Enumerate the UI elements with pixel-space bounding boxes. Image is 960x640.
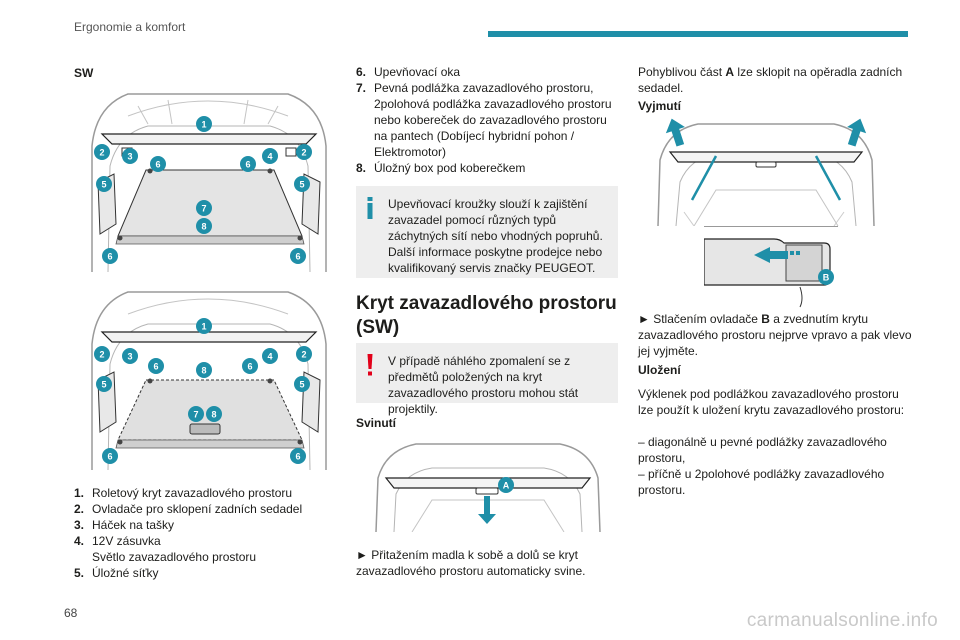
badge-3: 3 [122,348,138,364]
paragraph-remove: ► Stlačením ovladače B a zvednutím krytu… [638,312,912,358]
badge-2: 2 [296,144,312,160]
svg-text:6: 6 [295,252,300,262]
badge-b: B [818,269,834,285]
badge-8: 8 [206,406,222,422]
badge-5: 5 [96,376,112,392]
cover-roll-figure: A [372,438,604,532]
svg-text:6: 6 [295,452,300,462]
legend-list-1: 1.Roletový kryt zavazadlového prostoru 2… [74,485,344,581]
svg-text:3: 3 [127,152,132,162]
badge-1: 1 [196,116,212,132]
header-accent-bar [488,31,908,37]
list-item: 4.12V zásuvka [74,534,161,548]
subheading-svinuti: Svinutí [356,416,397,430]
info-icon [367,197,373,219]
svg-text:B: B [823,273,830,283]
badge-8: 8 [196,362,212,378]
paragraph-movable-part: Pohyblivou část A lze sklopit na opěradl… [638,65,903,95]
watermark-text: carmanualsonline.info [746,610,938,631]
badge-6: 6 [242,358,258,374]
badge-6: 6 [240,156,256,172]
svg-text:6: 6 [155,160,160,170]
badge-6: 6 [290,248,306,264]
svg-text:5: 5 [299,180,304,190]
svg-text:2: 2 [99,350,104,360]
badge-4: 4 [262,148,278,164]
subheading-ulozeni: Uložení [638,363,681,377]
badge-5: 5 [96,176,112,192]
badge-5: 5 [294,376,310,392]
badge-a: A [498,477,514,493]
svg-text:2: 2 [301,350,306,360]
badge-7: 7 [188,406,204,422]
svg-text:7: 7 [201,204,206,214]
list-item: 6.Upevňovací oka [356,65,461,79]
list-item: 5.Úložné síťky [74,566,159,580]
svg-text:5: 5 [299,380,304,390]
badge-6: 6 [290,448,306,464]
svg-text:1: 1 [201,120,206,130]
badge-4: 4 [262,348,278,364]
warning-icon [367,354,373,376]
badge-2: 2 [94,346,110,362]
list-item: 7.Pevná podlážka zavazadlového prostoru,… [356,81,612,159]
svg-text:2: 2 [301,148,306,158]
info-note: Upevňovací kroužky slouží k zajištění za… [356,186,618,278]
paragraph-storage-item-2: – příčně u 2polohové podlážky zavazadlov… [638,467,885,497]
badge-7: 7 [196,200,212,216]
svg-text:A: A [503,481,510,491]
svg-text:6: 6 [107,252,112,262]
section-title: Ergonomie a komfort [74,20,186,34]
badge-2: 2 [296,346,312,362]
badge-3: 3 [122,148,138,164]
svg-text:6: 6 [247,362,252,372]
warning-note: V případě náhlého zpomalení se z předmět… [356,343,618,416]
svg-text:4: 4 [267,352,272,362]
svg-text:4: 4 [267,152,272,162]
section-heading: Kryt zavazadlového prostoru (SW) [356,293,617,338]
paragraph-storage: Výklenek pod podlážkou zavazadlového pro… [638,387,905,417]
trunk-figure-2: 1 2 3 6 8 6 4 2 5 5 7 8 6 6 [88,284,330,470]
svg-text:8: 8 [211,410,216,420]
warning-note-text: V případě náhlého zpomalení se z předmět… [388,354,579,416]
svg-text:6: 6 [153,362,158,372]
badge-1: 1 [196,318,212,334]
badge-6: 6 [150,156,166,172]
badge-6: 6 [102,448,118,464]
list-item: 1.Roletový kryt zavazadlového prostoru [74,486,293,500]
svg-text:2: 2 [99,148,104,158]
cover-release-detail: B [704,226,838,308]
list-item: 8.Úložný box pod koberečkem [356,161,526,175]
svg-text:7: 7 [193,410,198,420]
list-item: 3.Háček na tašky [74,518,175,532]
svg-text:5: 5 [101,380,106,390]
svg-text:1: 1 [201,322,206,332]
sw-label: SW [74,66,94,80]
page-number: 68 [64,606,78,620]
subheading-vyjmuti: Vyjmutí [638,99,681,113]
svg-text:3: 3 [127,352,132,362]
legend-list-2: 6.Upevňovací oka 7.Pevná podlážka zavaza… [356,64,618,176]
svg-text:5: 5 [101,180,106,190]
list-item: Světlo zavazadlového prostoru [92,550,257,564]
svg-text:6: 6 [245,160,250,170]
svg-text:6: 6 [107,452,112,462]
badge-2: 2 [94,144,110,160]
info-note-text: Upevňovací kroužky slouží k zajištění za… [388,197,603,275]
svg-text:8: 8 [201,366,206,376]
badge-6: 6 [148,358,164,374]
paragraph-storage-item-1: – diagonálně u pevné podlážky zavazadlov… [638,435,887,465]
svinuti-paragraph: ► Přitažením madla k sobě a dolů se kryt… [356,548,586,578]
badge-5: 5 [294,176,310,192]
cover-remove-figure [654,116,878,226]
svg-text:8: 8 [201,222,206,232]
badge-8: 8 [196,218,212,234]
trunk-figure-1: 1 2 3 6 6 4 2 5 5 7 8 6 6 [88,86,330,272]
list-item: 2.Ovladače pro sklopení zadních sedadel [74,502,303,516]
badge-6: 6 [102,248,118,264]
